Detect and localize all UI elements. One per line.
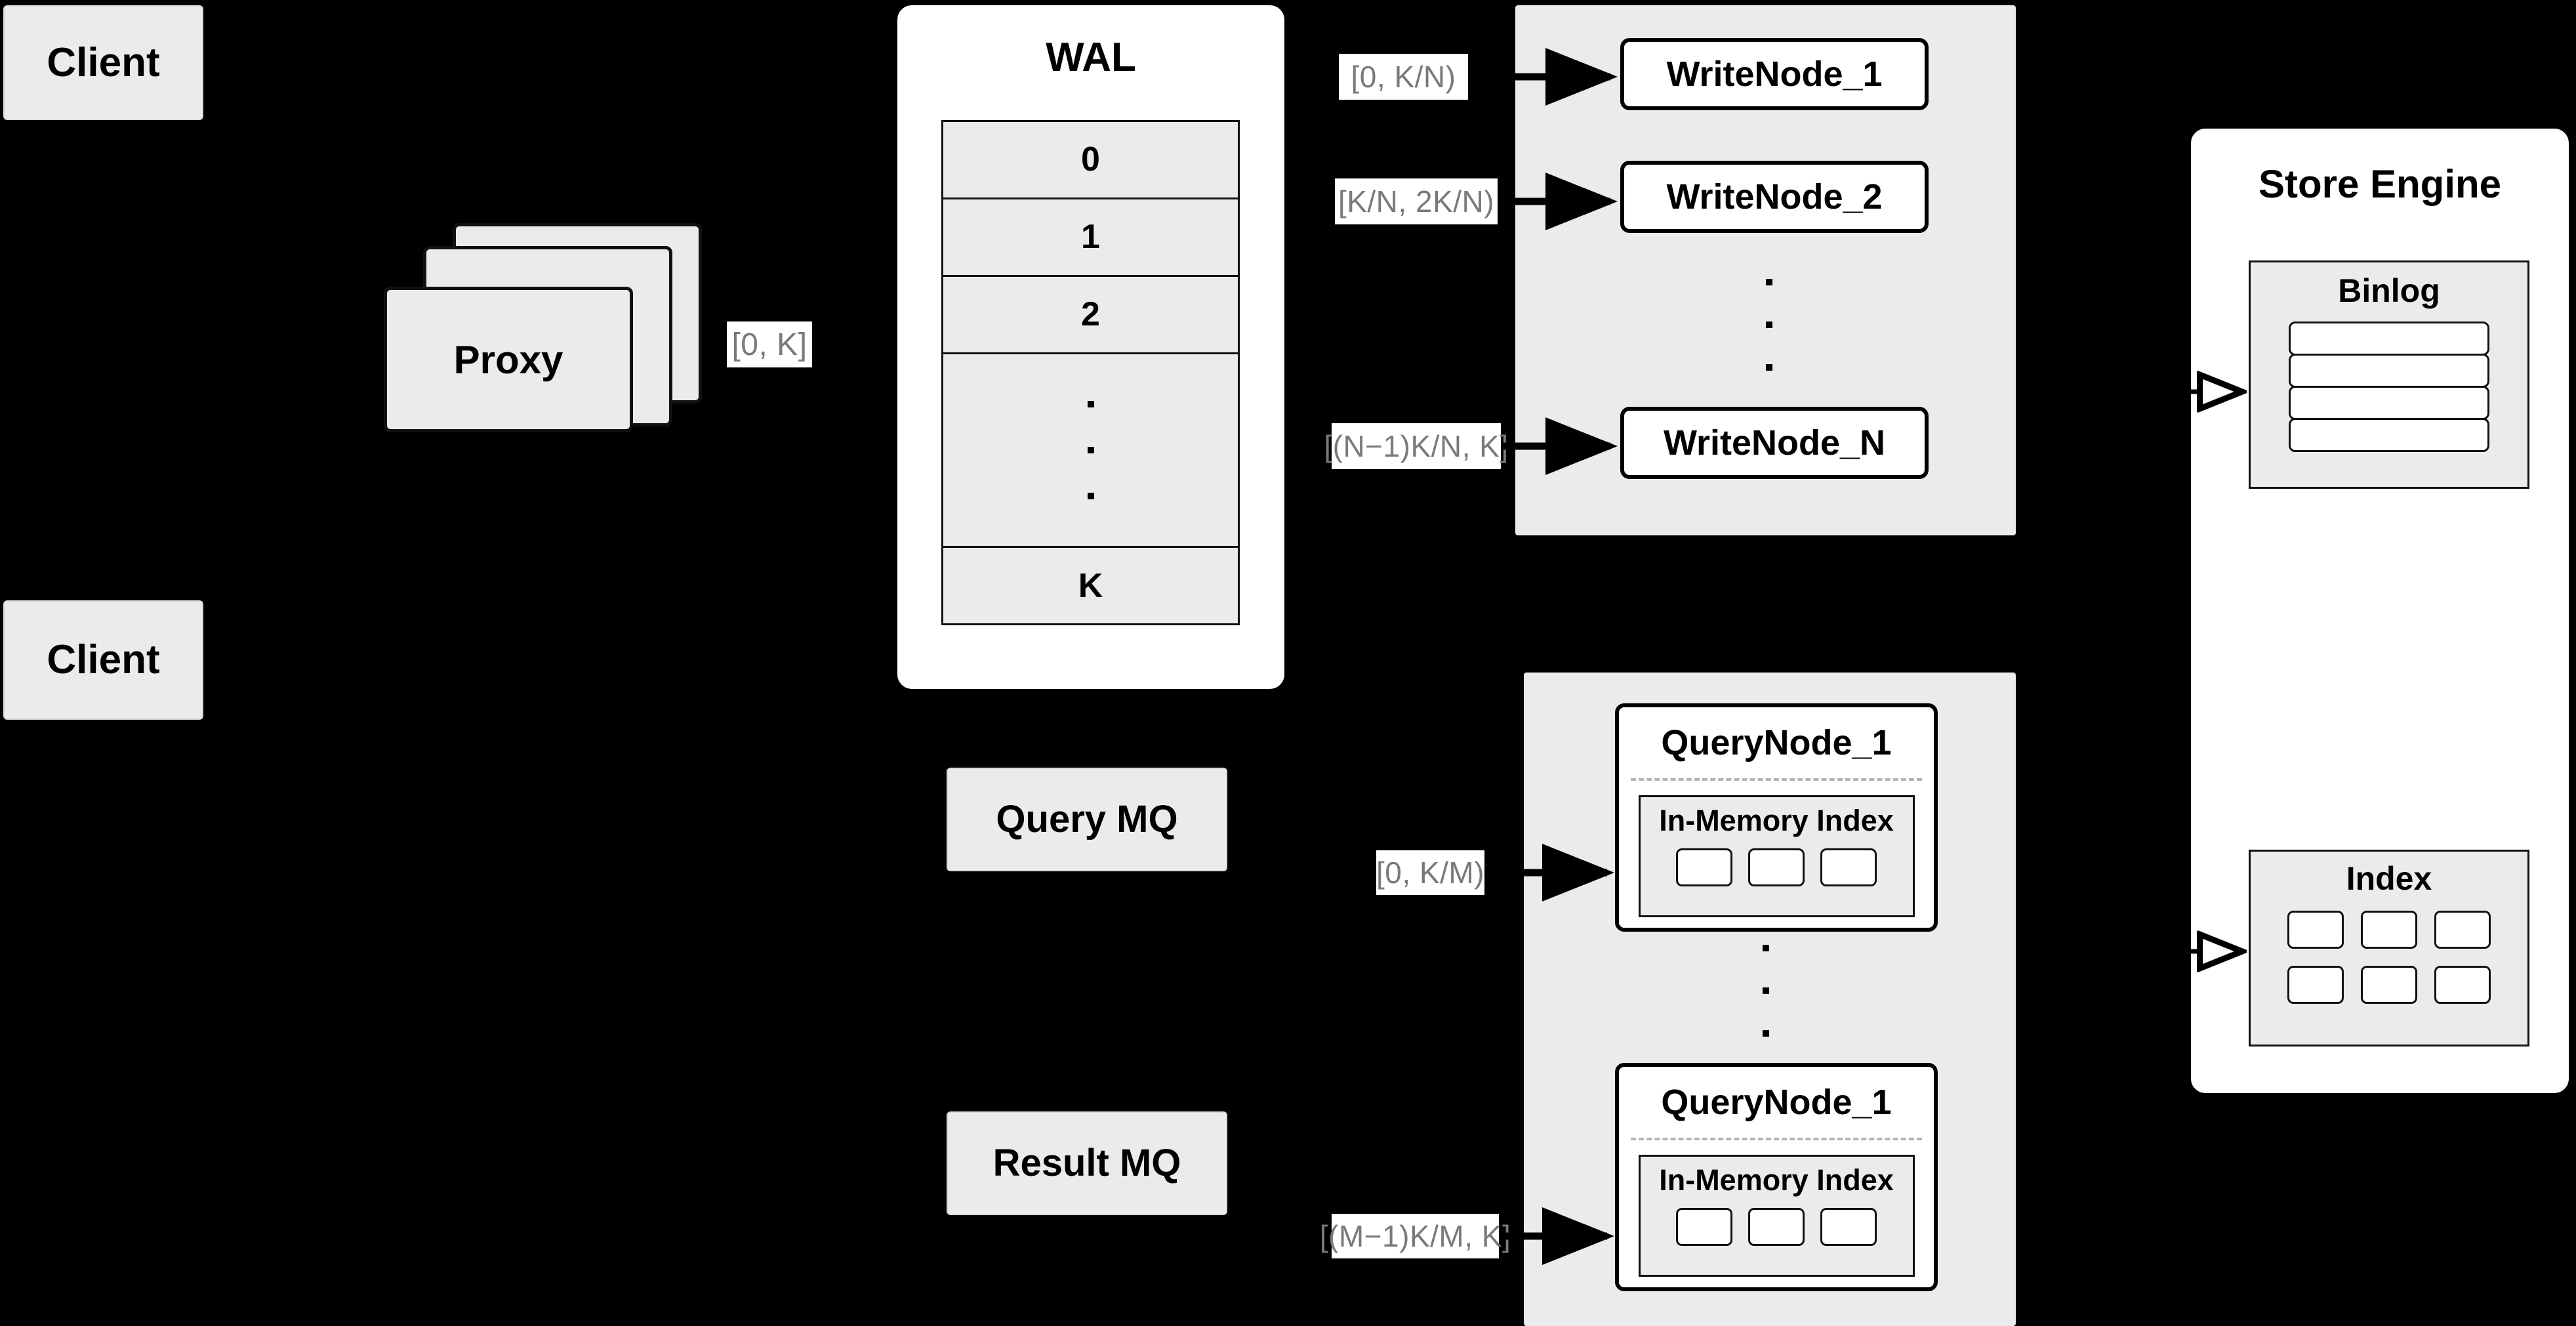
edge-label-write-node-2: [K/N, 2K/N) bbox=[1335, 178, 1498, 224]
query-node-1-title: QueryNode_1 bbox=[1661, 722, 1892, 762]
query-node-2-memory-index-title: In-Memory Index bbox=[1659, 1163, 1894, 1197]
memory-index-slot bbox=[1676, 848, 1732, 886]
query-node-1-memory-index: In-Memory Index bbox=[1638, 795, 1915, 917]
write-node-1[interactable]: WriteNode_1 bbox=[1620, 38, 1929, 110]
index-slot bbox=[2434, 966, 2491, 1004]
edge-label-write-node-1: [0, K/N) bbox=[1339, 54, 1468, 100]
result-mq-box[interactable]: Result MQ bbox=[947, 1111, 1227, 1215]
query-node-1-divider bbox=[1631, 778, 1922, 781]
proxy-label: Proxy bbox=[453, 337, 563, 382]
client-label-1: Client bbox=[47, 39, 160, 85]
index-slot bbox=[2434, 911, 2491, 949]
query-node-2-divider bbox=[1631, 1138, 1922, 1140]
store-engine-title: Store Engine bbox=[2258, 161, 2502, 206]
query-mq-box[interactable]: Query MQ bbox=[947, 768, 1227, 871]
index-title: Index bbox=[2346, 860, 2432, 897]
wal-row: 2 bbox=[943, 276, 1238, 354]
wal-ellipsis-icon bbox=[1087, 400, 1094, 499]
client-box-2[interactable]: Client bbox=[3, 600, 203, 720]
index-panel: Index bbox=[2249, 850, 2529, 1046]
query-node-2-memory-index: In-Memory Index bbox=[1638, 1155, 1915, 1277]
edge-label-query-node-1: [0, K/M) bbox=[1376, 850, 1484, 895]
write-node-1-label: WriteNode_1 bbox=[1666, 54, 1883, 94]
query-node-ellipsis-icon bbox=[1761, 945, 1770, 1037]
binlog-row bbox=[2289, 321, 2489, 356]
binlog-title: Binlog bbox=[2338, 272, 2440, 309]
wal-row: 1 bbox=[943, 199, 1238, 277]
query-node-2[interactable]: QueryNode_1 In-Memory Index bbox=[1615, 1063, 1938, 1291]
query-node-2-title: QueryNode_1 bbox=[1661, 1082, 1892, 1122]
index-slot bbox=[2287, 911, 2344, 949]
client-box-1[interactable]: Client bbox=[3, 5, 203, 120]
wal-table: 0 1 2 K bbox=[941, 120, 1240, 625]
binlog-row bbox=[2289, 418, 2489, 452]
proxy-card-front[interactable]: Proxy bbox=[384, 287, 633, 432]
wal-row: 0 bbox=[943, 122, 1238, 199]
edge-label-query-node-2: [(M−1)K/M, K] bbox=[1320, 1214, 1511, 1258]
memory-index-slot bbox=[1748, 848, 1805, 886]
client-label-2: Client bbox=[47, 637, 160, 683]
edge-label-write-node-n: [(N−1)K/N, K] bbox=[1324, 423, 1508, 469]
edge-label-proxy-to-wal: [0, K] bbox=[727, 321, 812, 367]
memory-index-slot bbox=[1820, 1208, 1877, 1246]
index-slot bbox=[2287, 966, 2344, 1004]
query-node-1[interactable]: QueryNode_1 In-Memory Index bbox=[1615, 703, 1938, 932]
memory-index-slot bbox=[1748, 1208, 1805, 1246]
write-node-n[interactable]: WriteNode_N bbox=[1620, 407, 1929, 479]
binlog-row bbox=[2289, 354, 2489, 388]
index-slot bbox=[2361, 911, 2417, 949]
query-mq-label: Query MQ bbox=[996, 797, 1178, 840]
binlog-panel: Binlog bbox=[2249, 260, 2529, 489]
wal-row: K bbox=[943, 548, 1238, 623]
write-node-n-label: WriteNode_N bbox=[1663, 423, 1886, 463]
memory-index-slot bbox=[1820, 848, 1877, 886]
wal-row-ellipsis bbox=[943, 354, 1238, 549]
write-node-2-label: WriteNode_2 bbox=[1666, 176, 1883, 217]
write-node-ellipsis-icon bbox=[1765, 279, 1774, 371]
memory-index-slot bbox=[1676, 1208, 1732, 1246]
binlog-row bbox=[2289, 386, 2489, 420]
result-mq-label: Result MQ bbox=[992, 1141, 1181, 1184]
index-slot bbox=[2361, 966, 2417, 1004]
write-node-2[interactable]: WriteNode_2 bbox=[1620, 161, 1929, 233]
wal-title: WAL bbox=[1046, 35, 1136, 81]
query-node-1-memory-index-title: In-Memory Index bbox=[1659, 804, 1894, 837]
